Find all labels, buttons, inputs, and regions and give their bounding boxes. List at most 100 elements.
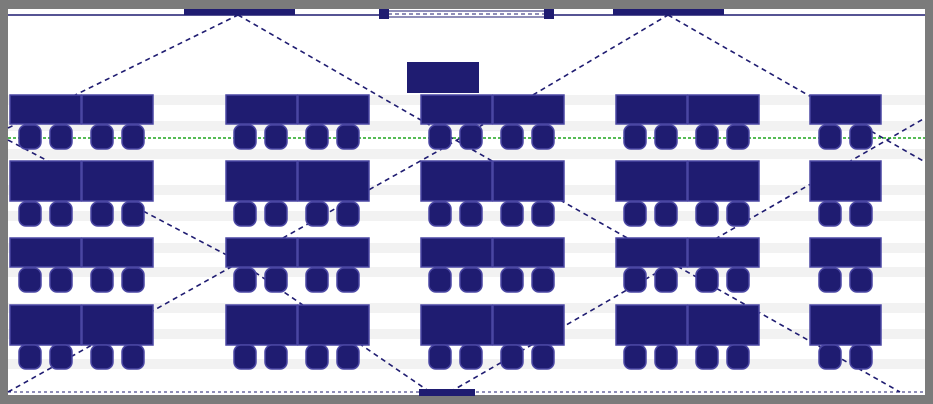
desk	[81, 94, 154, 125]
sight-line	[559, 199, 901, 393]
desk	[809, 304, 882, 346]
seat	[233, 201, 257, 227]
seat	[500, 124, 524, 150]
desk	[9, 304, 82, 346]
desk	[9, 237, 82, 268]
seat	[264, 124, 288, 150]
seat	[654, 344, 678, 370]
seat	[305, 201, 329, 227]
seat	[18, 267, 42, 293]
seat	[531, 267, 555, 293]
seat	[90, 124, 114, 150]
seat	[695, 267, 719, 293]
desk	[297, 94, 370, 125]
sight-line	[7, 14, 239, 129]
seat	[849, 124, 873, 150]
seat	[49, 267, 73, 293]
desk	[81, 160, 154, 202]
seat	[233, 267, 257, 293]
seat	[18, 201, 42, 227]
seat	[233, 344, 257, 370]
seat	[90, 267, 114, 293]
seat	[623, 344, 647, 370]
seat	[500, 201, 524, 227]
seat	[428, 124, 452, 150]
desk	[809, 237, 882, 268]
desk	[492, 237, 565, 268]
seat	[90, 201, 114, 227]
seat	[654, 201, 678, 227]
seat	[428, 344, 452, 370]
desk	[420, 94, 493, 125]
sight-line	[7, 149, 441, 393]
seat	[849, 267, 873, 293]
seat	[121, 124, 145, 150]
seat	[500, 344, 524, 370]
desk	[687, 94, 760, 125]
seat	[459, 124, 483, 150]
desk	[492, 304, 565, 346]
sight-line	[7, 139, 241, 263]
seat	[623, 201, 647, 227]
rear-door	[419, 389, 475, 396]
seat	[726, 201, 750, 227]
desk	[81, 304, 154, 346]
desk	[225, 304, 298, 346]
seat	[305, 124, 329, 150]
seat	[264, 267, 288, 293]
whiteboard-right	[613, 9, 724, 15]
seat	[49, 344, 73, 370]
seat	[695, 201, 719, 227]
seat	[818, 267, 842, 293]
desk	[9, 160, 82, 202]
seat	[726, 344, 750, 370]
desk	[615, 160, 688, 202]
furniture-layer	[9, 94, 882, 370]
whiteboard-left	[184, 9, 295, 15]
sight-line	[667, 14, 926, 163]
desk	[809, 94, 882, 125]
seat	[49, 124, 73, 150]
seat	[818, 201, 842, 227]
seat	[531, 124, 555, 150]
desk	[297, 237, 370, 268]
seat	[531, 344, 555, 370]
desk	[492, 160, 565, 202]
seat	[623, 124, 647, 150]
seat	[459, 201, 483, 227]
podium	[407, 62, 479, 93]
seat	[264, 344, 288, 370]
desk	[297, 304, 370, 346]
seat	[695, 124, 719, 150]
seat	[49, 201, 73, 227]
seat	[500, 267, 524, 293]
desk	[687, 160, 760, 202]
seat	[336, 344, 360, 370]
desk	[420, 304, 493, 346]
seat	[531, 201, 555, 227]
seat	[459, 267, 483, 293]
screen-bracket-left	[379, 9, 389, 19]
desk	[615, 304, 688, 346]
seat	[121, 201, 145, 227]
seat	[336, 201, 360, 227]
desk	[809, 160, 882, 202]
desk	[492, 94, 565, 125]
seat	[428, 201, 452, 227]
desk	[9, 94, 82, 125]
sight-line	[439, 14, 669, 151]
seat	[90, 344, 114, 370]
seat	[18, 124, 42, 150]
desk	[420, 237, 493, 268]
desk	[420, 160, 493, 202]
seat	[459, 344, 483, 370]
seat	[264, 201, 288, 227]
seat	[695, 344, 719, 370]
seat	[233, 124, 257, 150]
seat	[849, 201, 873, 227]
seat	[121, 344, 145, 370]
desk	[687, 237, 760, 268]
seat	[849, 344, 873, 370]
desk	[225, 237, 298, 268]
